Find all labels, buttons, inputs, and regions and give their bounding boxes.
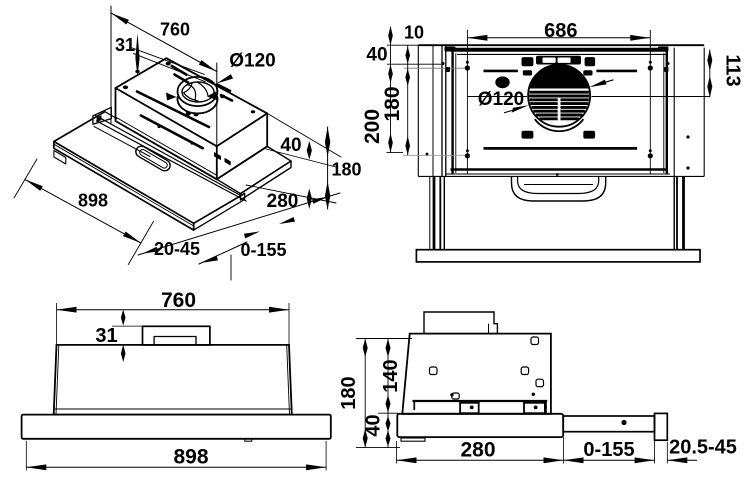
svg-text:40: 40: [280, 135, 301, 156]
svg-text:31: 31: [95, 325, 117, 347]
svg-text:200: 200: [361, 109, 384, 144]
svg-text:40: 40: [366, 45, 387, 66]
svg-text:31: 31: [115, 35, 135, 55]
svg-text:280: 280: [460, 439, 495, 462]
svg-text:180: 180: [338, 376, 360, 409]
svg-text:0-155: 0-155: [583, 439, 634, 461]
svg-text:686: 686: [544, 20, 577, 42]
svg-text:10: 10: [404, 23, 424, 43]
svg-text:20-45: 20-45: [154, 239, 200, 259]
svg-text:113: 113: [722, 54, 744, 86]
svg-text:Ø120: Ø120: [478, 89, 524, 110]
svg-text:760: 760: [160, 20, 190, 40]
svg-text:898: 898: [78, 191, 108, 211]
svg-text:20.5-45: 20.5-45: [669, 437, 737, 459]
svg-text:Ø120: Ø120: [229, 51, 275, 72]
svg-text:898: 898: [173, 446, 208, 469]
svg-text:0-155: 0-155: [240, 240, 286, 260]
svg-text:760: 760: [161, 289, 196, 312]
svg-text:180: 180: [331, 160, 361, 180]
svg-text:40: 40: [363, 414, 385, 436]
svg-text:180: 180: [381, 86, 404, 121]
svg-text:280: 280: [267, 191, 299, 212]
svg-text:140: 140: [380, 359, 402, 392]
